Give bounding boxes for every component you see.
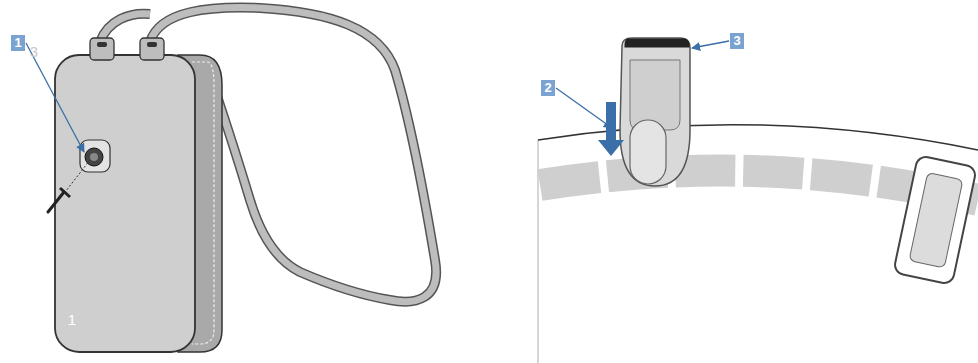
callout-number: 3 [28, 44, 40, 62]
leader-line [556, 88, 612, 128]
callout-number: 2 [541, 80, 555, 96]
callout-number: 1 [11, 35, 25, 51]
strap-tab [140, 38, 164, 60]
push-arrow [598, 102, 624, 156]
belt-clip [620, 38, 690, 186]
leader-line [692, 41, 729, 48]
strap-tab [90, 38, 114, 60]
screw [48, 192, 64, 212]
pouch-front [55, 55, 195, 352]
callout-number: 1 [66, 312, 78, 330]
callout-number: 3 [730, 33, 744, 49]
leader-line [26, 43, 84, 152]
belt [538, 125, 978, 363]
buckle [893, 155, 977, 285]
